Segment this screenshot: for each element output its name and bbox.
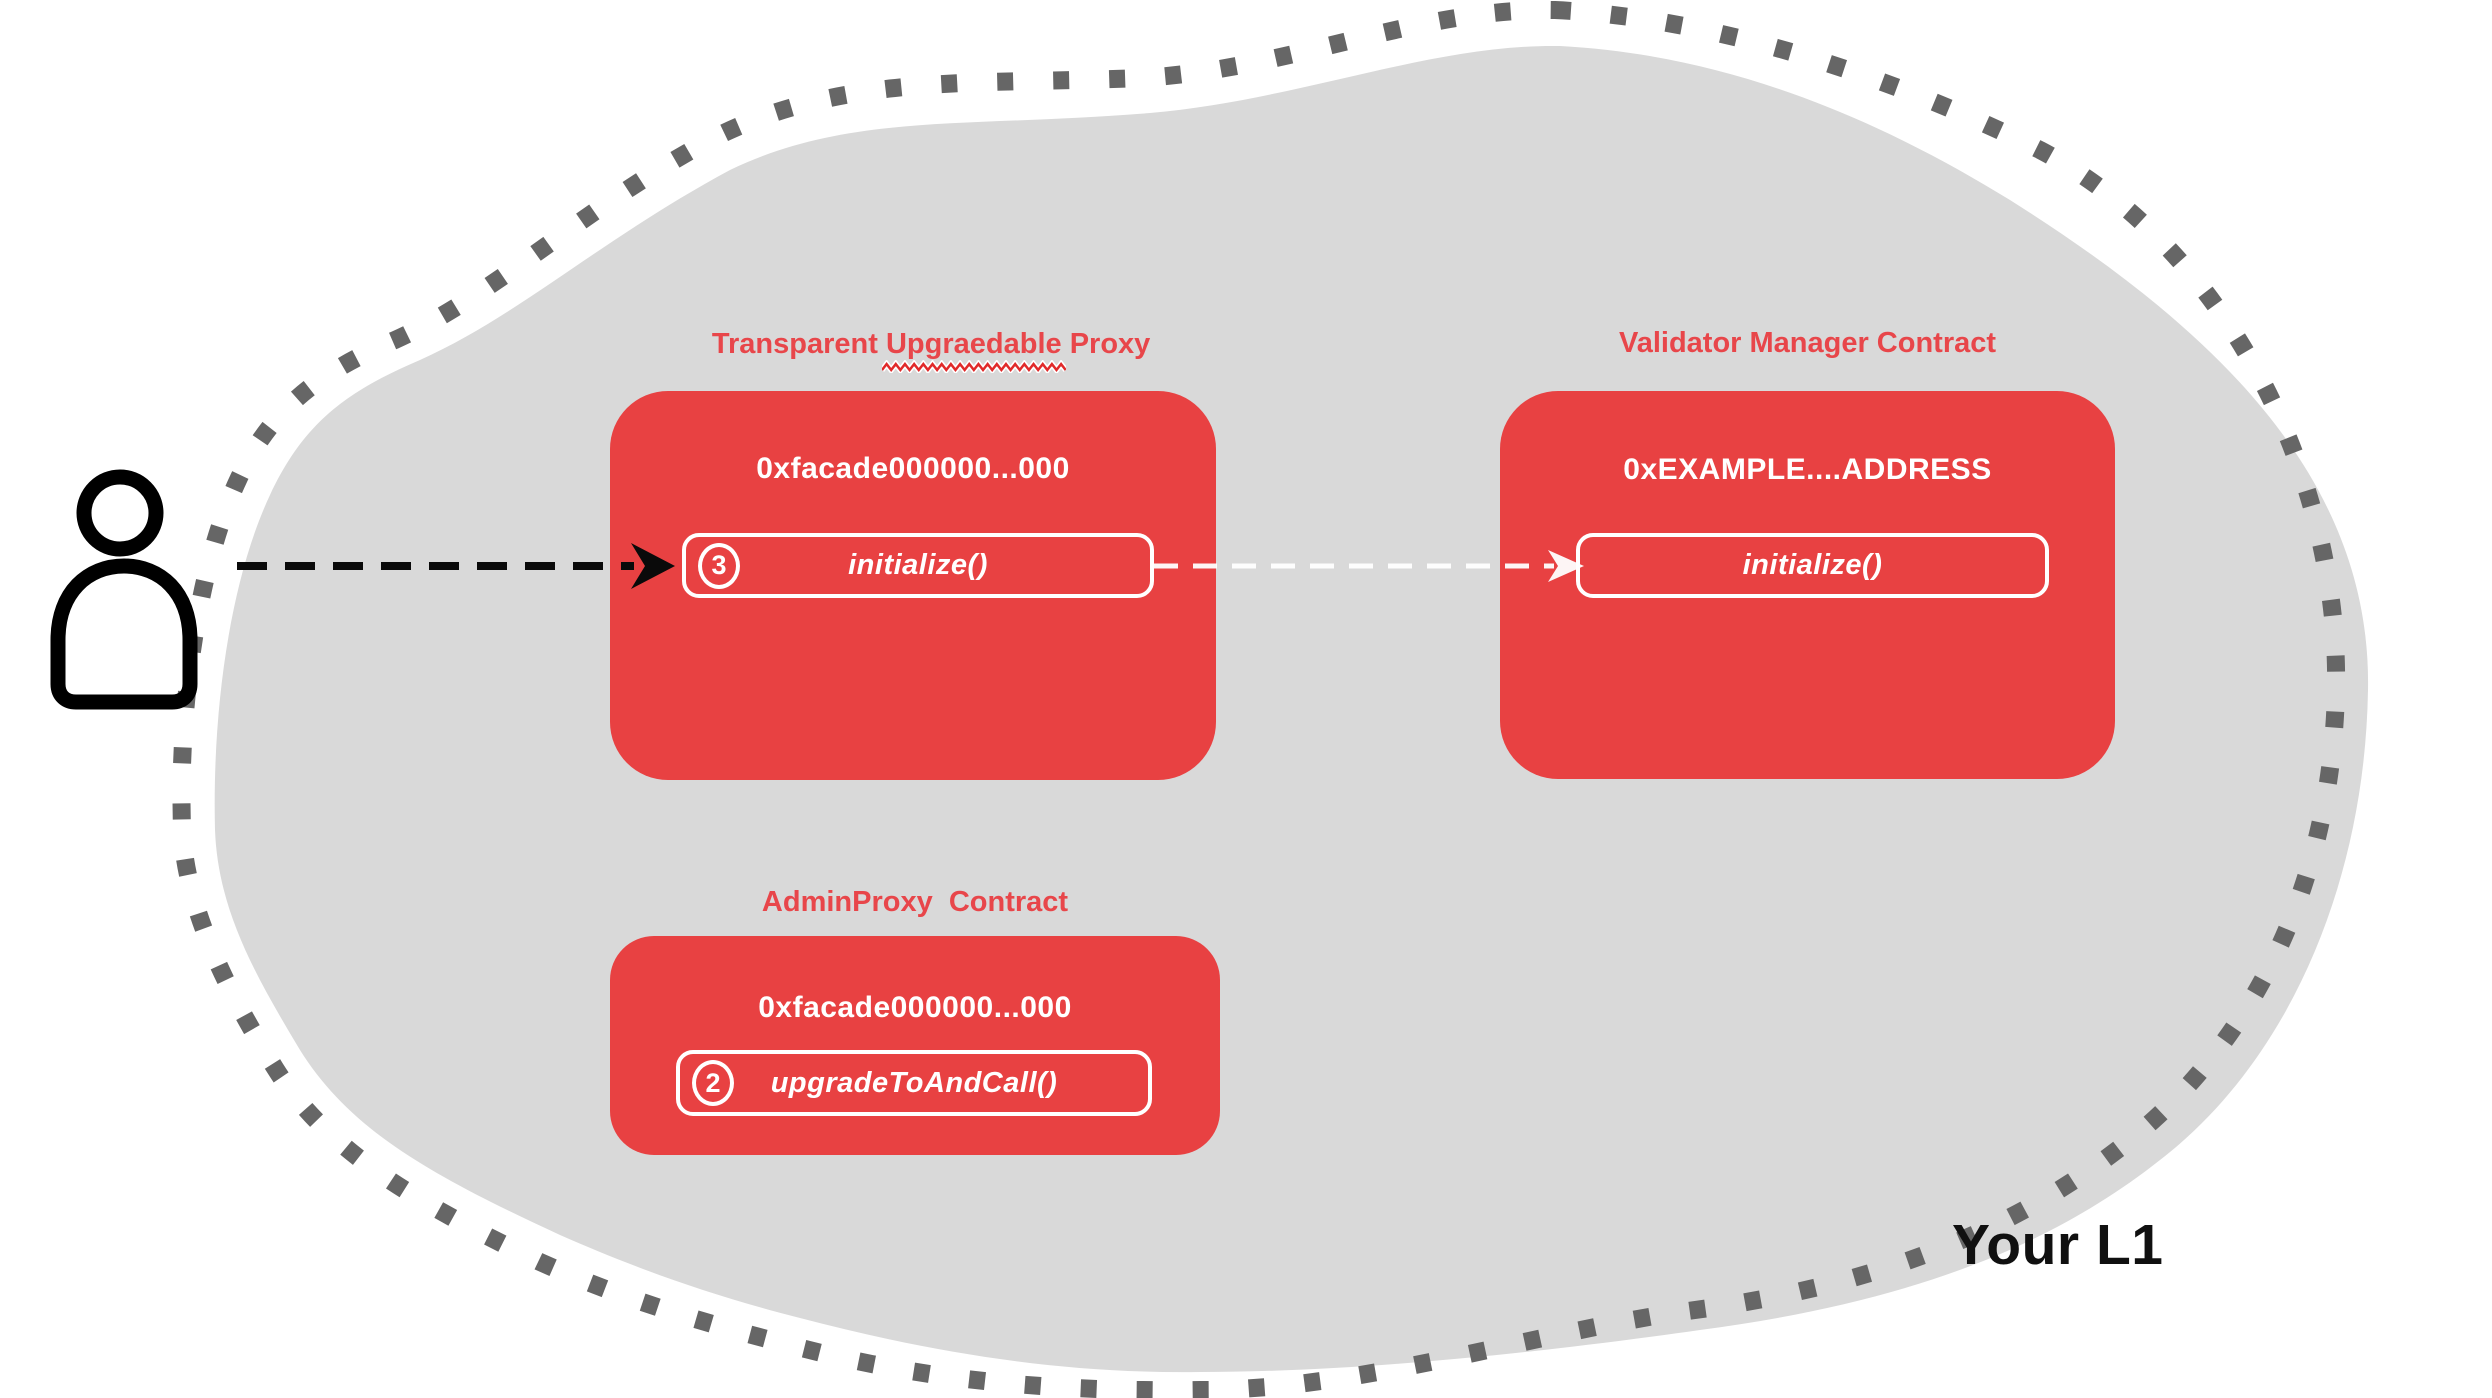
- upgrade-to-and-call-label: upgradeToAndCall(): [770, 1066, 1058, 1099]
- misspelled-word: Upgraedable: [881, 327, 1066, 373]
- initialize-label: initialize(): [848, 549, 988, 581]
- person-icon: [50, 469, 198, 710]
- admin-proxy-title: AdminProxy Contract: [761, 886, 1069, 918]
- admin-proxy-contract-box: 0xfacade000000...000 2 upgradeToAndCall(…: [610, 936, 1220, 1155]
- transparent-proxy-address: 0xfacade000000...000: [756, 452, 1070, 485]
- title-prefix: Transparent: [711, 328, 886, 360]
- spellcheck-squiggle-icon: [881, 360, 1066, 373]
- validator-manager-address: 0xEXAMPLE....ADDRESS: [1623, 453, 1992, 486]
- upgrade-to-and-call-button: 2 upgradeToAndCall(): [676, 1050, 1152, 1116]
- validator-manager-contract-box: 0xEXAMPLE....ADDRESS initialize(): [1500, 391, 2115, 779]
- initialize-button-2: initialize(): [1576, 533, 2049, 598]
- initialize-button: 3 initialize(): [682, 533, 1154, 598]
- transparent-proxy-contract-box: 0xfacade000000...000 3 initialize(): [610, 391, 1216, 780]
- region-label: Your L1: [1952, 1213, 2164, 1277]
- admin-proxy-address: 0xfacade000000...000: [758, 991, 1072, 1024]
- misspelled-word-text: Upgraedable: [885, 328, 1062, 360]
- step-2-badge: 2: [692, 1060, 734, 1106]
- validator-manager-title: Validator Manager Contract: [1618, 327, 1997, 359]
- initialize-label-2: initialize(): [1742, 549, 1883, 581]
- title-line1: Transparent Upgraedable Proxy: [711, 327, 1151, 373]
- title-suffix: Proxy: [1061, 328, 1151, 360]
- step-3-badge: 3: [698, 542, 740, 589]
